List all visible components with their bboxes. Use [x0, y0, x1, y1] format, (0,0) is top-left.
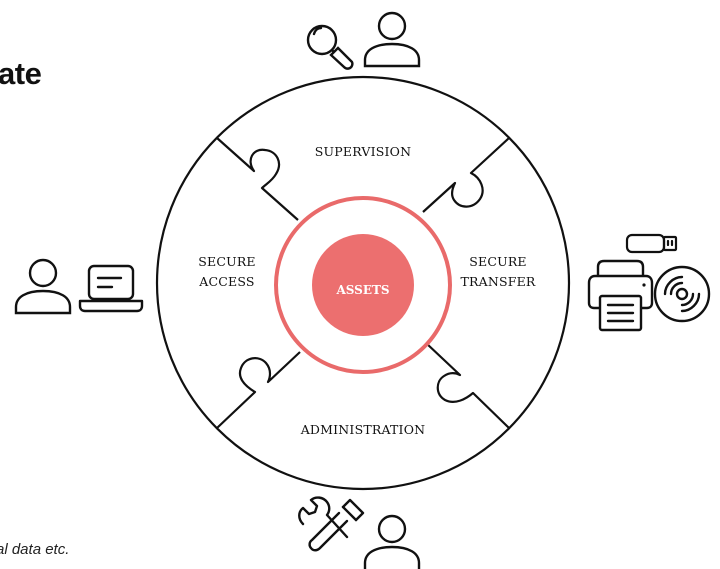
segment-label-secure-access-line2: ACCESS	[198, 274, 254, 289]
segment-label-secure-transfer-line1: SECURE	[469, 254, 527, 269]
tools-icon	[298, 496, 365, 552]
user-icon	[14, 258, 72, 315]
puzzle-divider-bottom-left	[216, 351, 301, 429]
segment-label-supervision: SUPERVISION	[315, 144, 411, 159]
laptop-icon	[78, 264, 144, 313]
usb-drive-icon	[625, 233, 678, 254]
segment-label-administration: ADMINISTRATION	[300, 422, 426, 437]
footnote-fragment: al data etc.	[0, 541, 70, 558]
printer-icon	[587, 259, 654, 332]
magnifier-icon	[306, 24, 354, 70]
puzzle-divider-top-left	[216, 137, 299, 221]
segment-label-secure-transfer-line2: TRANSFER	[460, 274, 535, 289]
page-heading-fragment: ate	[0, 56, 42, 91]
puzzle-divider-bottom-right	[425, 342, 510, 429]
segment-label-secure-access-line1: SECURE	[198, 254, 256, 269]
assets-core	[312, 234, 414, 336]
outer-circle	[155, 75, 571, 491]
user-icon	[363, 11, 421, 68]
disc-icon	[653, 265, 711, 323]
user-icon	[363, 514, 421, 569]
puzzle-divider-top-right	[422, 137, 510, 213]
center-label: ASSETS	[335, 283, 389, 297]
